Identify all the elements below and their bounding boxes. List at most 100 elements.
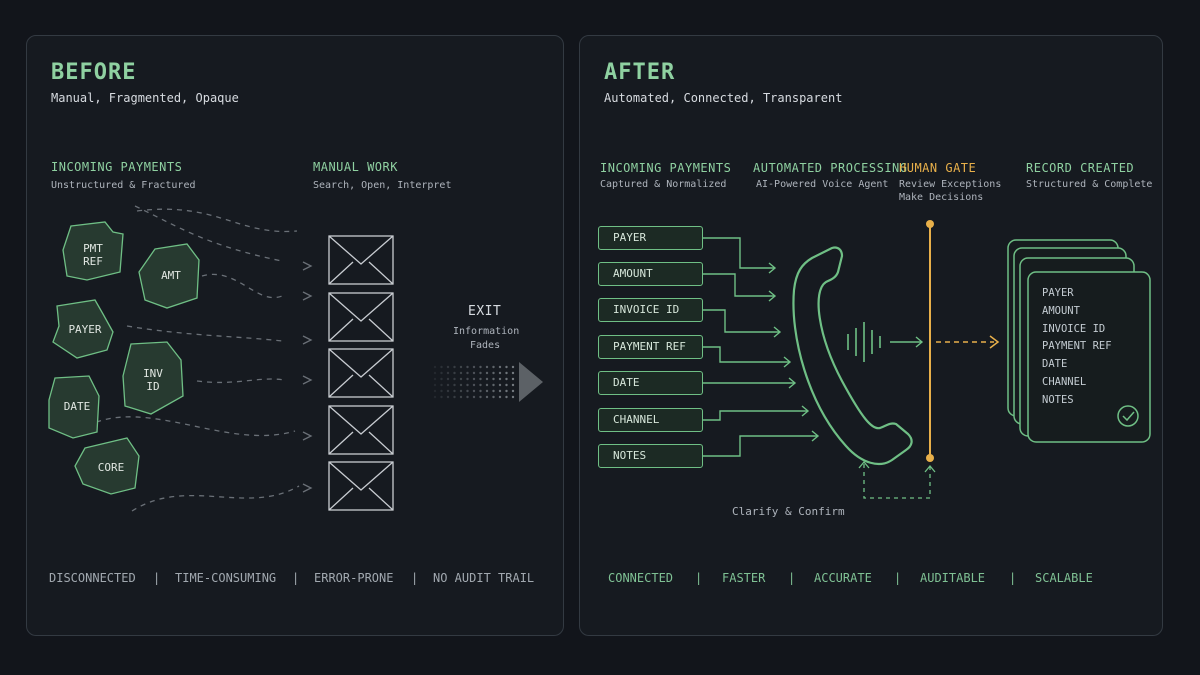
footer-separator: | [1009,571,1017,585]
human-gate-line [926,220,934,462]
fade-dot [459,377,463,381]
fragment-label: AMT [161,269,181,282]
fragment-inv-id [122,341,184,415]
fade-dot [459,395,463,399]
fade-dot [446,371,450,375]
field-box: AMOUNT [598,262,703,286]
human-gate-sub-1: Review Exceptions [899,179,1002,190]
record-field: NOTES [1042,394,1074,406]
footer-separator: | [894,571,902,585]
arrow-heads [302,261,313,493]
record-field: PAYER [1042,287,1074,299]
flow-line [196,378,286,384]
after-title: AFTER [604,60,676,85]
fade-dot [440,371,443,375]
envelope-stack [328,235,394,511]
exit-arrow-icon [433,362,543,402]
connector-arrowheads [768,262,820,442]
before-subtitle: Manual, Fragmented, Opaque [51,91,239,105]
fade-dot [453,395,456,399]
footer-item: DISCONNECTED [49,571,136,585]
flow-line [131,485,300,512]
fade-dot [446,377,450,381]
fade-dot [505,389,508,393]
fade-dot [446,389,450,393]
fade-dot [479,395,482,399]
after-subtitle: Automated, Connected, Transparent [604,91,843,105]
footer-separator: | [153,571,161,585]
footer-item: ERROR-PRONE [314,571,394,585]
fade-dot [492,371,495,375]
exit-sub-1: Information [453,326,520,337]
fade-dot [492,389,495,393]
fade-dot [446,395,450,399]
fade-dot [485,365,489,369]
fade-dot [433,371,437,375]
fade-dot [505,365,508,369]
fragment-payer [52,299,114,359]
footer-separator: | [292,571,300,585]
record-title: RECORD CREATED [1026,161,1135,175]
exit-sub-2: Fades [470,340,501,351]
fade-dot [498,389,502,393]
fade-dot [433,395,437,399]
exit-label: EXIT [468,304,502,319]
fade-dot [466,383,469,387]
before-incoming-title: INCOMING PAYMENTS [51,160,183,174]
fade-dot [485,377,489,381]
connector [703,346,790,363]
fade-dot [472,371,476,375]
fade-dot [466,395,469,399]
fade-dot [453,389,456,393]
flow-line [126,325,283,342]
fragment-core [74,437,140,495]
before-incoming-subtitle: Unstructured & Fractured [51,180,196,191]
flow-line [86,416,296,437]
field-connectors [703,237,818,457]
fade-dot [498,383,502,387]
before-title: BEFORE [51,60,137,85]
fade-dot [472,383,476,387]
connector [703,435,818,457]
fade-dot [466,371,469,375]
fade-dot [498,377,502,381]
fade-dot [479,371,482,375]
fragment-label: CORE [97,461,125,474]
fade-dot [459,365,463,369]
field-box: INVOICE ID [598,298,703,322]
fragment-label: PMT REF [83,242,103,268]
envelope-icon [328,405,394,455]
envelope-icon [328,235,394,285]
flow-line [134,205,283,262]
human-gate-sub-2: Make Decisions [899,192,984,203]
envelope-icon [328,348,394,398]
after-diagram [703,220,1151,499]
before-diagram [48,205,543,512]
footer-separator: | [411,571,419,585]
fade-dot [466,365,469,369]
fragment-pmt-ref [62,221,124,281]
fade-dot [446,383,450,387]
record-subtitle: Structured & Complete [1026,179,1153,190]
fade-dot [459,383,463,387]
field-box: PAYMENT REF [598,335,703,359]
fade-dot [453,371,456,375]
footer-item: ACCURATE [814,571,872,585]
fade-dot [511,395,515,399]
manual-work-title: MANUAL WORK [313,160,398,174]
fade-dot [505,371,508,375]
fragment-date [48,375,100,439]
fade-dot [511,371,515,375]
record-field: INVOICE ID [1042,323,1106,335]
fade-dot [511,389,515,393]
fade-dot [440,365,443,369]
footer-item: SCALABLE [1035,571,1093,585]
fade-dot [498,365,502,369]
fade-dot [440,395,443,399]
fade-dot [505,377,508,381]
fade-dot [505,395,508,399]
fade-dot [479,383,482,387]
fade-dot [498,371,502,375]
fade-dot [485,371,489,375]
fade-dot [479,365,482,369]
